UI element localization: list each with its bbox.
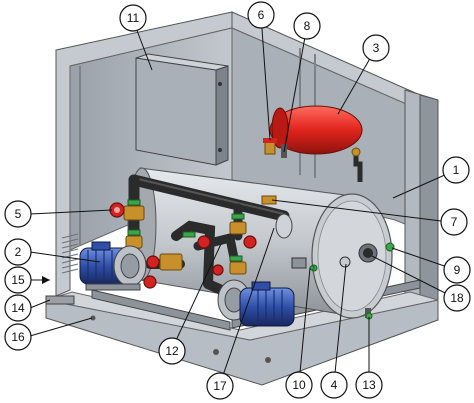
callout-8-label: 8 <box>304 19 311 33</box>
callout-16: 16 <box>4 323 32 351</box>
valves <box>109 138 287 289</box>
tank-front-fittings <box>261 195 395 269</box>
callout-4-label: 4 <box>331 378 338 392</box>
callout-6: 6 <box>247 1 275 29</box>
callout-18-label: 18 <box>450 291 464 305</box>
callout-2-label: 2 <box>15 245 22 259</box>
callout-14: 14 <box>4 294 32 322</box>
callout-2: 2 <box>4 238 32 266</box>
callout-10: 10 <box>285 371 313 399</box>
callout-1: 1 <box>442 156 470 184</box>
control-box <box>135 53 229 166</box>
pump-2 <box>217 279 295 327</box>
callout-17-label: 17 <box>213 379 227 393</box>
callout-6-label: 6 <box>258 8 265 22</box>
callout-15-label: 15 <box>11 273 25 287</box>
callout-5-label: 5 <box>15 207 22 221</box>
callout-18: 18 <box>443 284 471 312</box>
callout-13: 13 <box>355 371 383 399</box>
callout-1-label: 1 <box>453 163 460 177</box>
callout-11: 11 <box>119 4 147 32</box>
callout-7-label: 7 <box>451 215 458 229</box>
callout-3: 3 <box>362 34 390 62</box>
tank <box>127 167 393 320</box>
callout-4: 4 <box>320 371 348 399</box>
arrow-15-icon <box>42 276 50 284</box>
callout-12: 12 <box>158 337 186 365</box>
callout-5: 5 <box>4 200 32 228</box>
callout-14-label: 14 <box>11 301 25 315</box>
callout-10-label: 10 <box>292 378 306 392</box>
callout-12-label: 12 <box>165 344 179 358</box>
pump-1 <box>79 241 147 291</box>
callout-16-label: 16 <box>11 330 25 344</box>
callout-17: 17 <box>206 372 234 400</box>
callout-7: 7 <box>440 208 468 236</box>
leader-lines <box>29 14 457 385</box>
callout-13-label: 13 <box>362 378 376 392</box>
callout-3-label: 3 <box>373 41 380 55</box>
callout-15: 15 <box>4 266 32 294</box>
callout-9-label: 9 <box>454 263 461 277</box>
callout-8: 8 <box>293 12 321 40</box>
callout-11-label: 11 <box>127 11 140 25</box>
callout-9: 9 <box>443 256 471 284</box>
